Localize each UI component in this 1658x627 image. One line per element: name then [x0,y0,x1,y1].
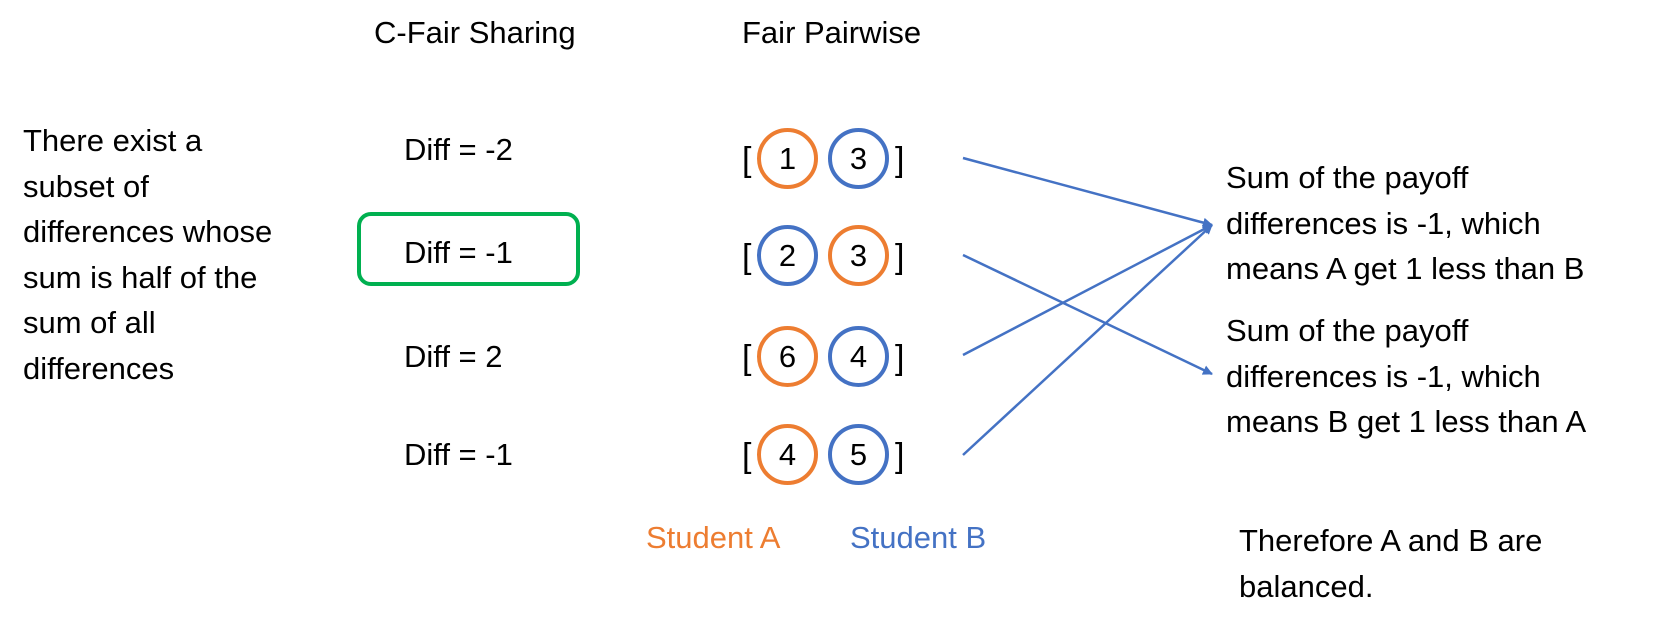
open-bracket: [ [742,141,752,179]
close-bracket: ] [895,141,905,179]
student-b-circle: 5 [828,424,889,485]
diff-label: Diff = 2 [404,339,503,374]
arrow-pair3-to-result1 [962,223,1213,357]
student-a-circle: 1 [757,128,818,189]
arrow-pair4-to-result1 [962,224,1213,456]
conclusion: Therefore A and B are balanced. [1239,523,1543,604]
arrow-pair2-to-result2 [962,253,1213,376]
legend-student-a: Student A [646,520,781,555]
heading-fair-pairwise: Fair Pairwise [742,15,922,50]
student-b-circle: 2 [757,225,818,286]
subset-explanation: There exist a subset of differences whos… [23,123,273,386]
student-a-circle: 3 [828,225,889,286]
close-bracket: ] [895,339,905,377]
student-b-circle: 3 [828,128,889,189]
open-bracket: [ [742,339,752,377]
diff-label: Diff = -2 [404,132,513,167]
diff-label-highlighted: Diff = -1 [404,235,513,270]
result-b-less: Sum of the payoff differences is -1, whi… [1226,313,1587,439]
open-bracket: [ [742,238,752,276]
close-bracket: ] [895,238,905,276]
student-a-circle: 6 [757,326,818,387]
open-bracket: [ [742,437,752,475]
heading-c-fair-sharing: C-Fair Sharing [374,15,576,50]
diff-label: Diff = -1 [404,437,513,472]
student-a-circle: 4 [757,424,818,485]
arrow-pair1-to-result1 [962,156,1213,228]
close-bracket: ] [895,437,905,475]
result-a-less: Sum of the payoff differences is -1, whi… [1226,160,1585,286]
student-b-circle: 4 [828,326,889,387]
legend-student-b: Student B [850,520,987,555]
highlight-box [357,212,580,286]
